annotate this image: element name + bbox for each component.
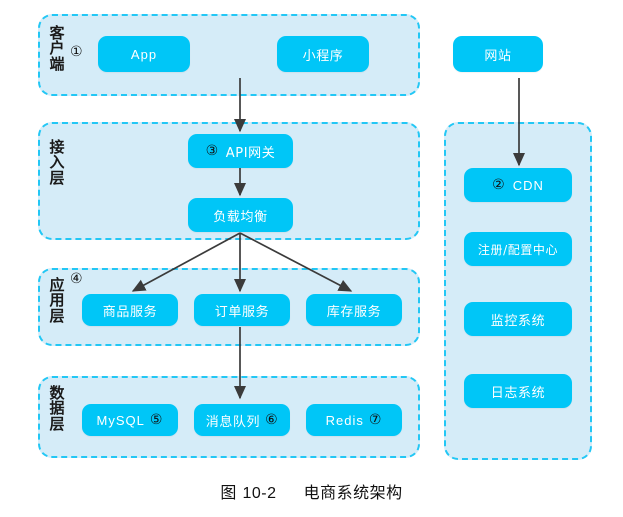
node-cdn[interactable]: ② CDN xyxy=(464,168,572,202)
node-redis-label: Redis xyxy=(325,412,364,428)
node-registry-config-center[interactable]: 注册/配置中心 xyxy=(464,232,572,266)
node-monitoring-system-label: 监控系统 xyxy=(490,313,546,329)
caption-label: 图 xyxy=(220,483,237,502)
layer-title-data: 数 据 层 xyxy=(49,384,65,433)
node-api-gateway-marker: ③ xyxy=(205,143,219,159)
node-api-gateway[interactable]: ③ API网关 xyxy=(188,134,293,168)
node-order-service[interactable]: 订单服务 xyxy=(194,294,290,326)
node-order-service-label: 订单服务 xyxy=(214,304,270,320)
node-load-balancer[interactable]: 负载均衡 xyxy=(188,198,293,232)
node-logging-system-label: 日志系统 xyxy=(490,385,546,401)
caption-number: 10-2 xyxy=(242,485,277,502)
layer-title-access: 接 入 层 xyxy=(49,138,65,187)
node-website-label: 网站 xyxy=(484,48,512,64)
node-redis[interactable]: Redis ⑦ xyxy=(306,404,402,436)
node-message-queue-label: 消息队列 xyxy=(205,414,261,430)
node-logging-system[interactable]: 日志系统 xyxy=(464,374,572,408)
caption-title: 电商系统架构 xyxy=(303,483,403,502)
node-app-label: App xyxy=(130,46,158,62)
node-message-queue[interactable]: 消息队列 ⑥ xyxy=(194,404,290,436)
node-api-gateway-label: API网关 xyxy=(225,145,276,161)
node-website[interactable]: 网站 xyxy=(453,36,543,72)
node-product-service-label: 商品服务 xyxy=(102,304,158,320)
node-inventory-service[interactable]: 库存服务 xyxy=(306,294,402,326)
node-cdn-marker: ② xyxy=(492,177,506,193)
node-mysql-label: MySQL xyxy=(96,412,145,428)
figure-caption: 图 10-2 电商系统架构 xyxy=(0,479,623,503)
node-product-service[interactable]: 商品服务 xyxy=(82,294,178,326)
node-inventory-service-label: 库存服务 xyxy=(326,304,382,320)
node-message-queue-marker: ⑥ xyxy=(265,412,279,428)
layer-title-application: 应 用 层 xyxy=(49,276,65,325)
node-registry-config-center-label: 注册/配置中心 xyxy=(477,242,559,257)
layer-title-client: 客 户 端 xyxy=(49,24,65,73)
node-monitoring-system[interactable]: 监控系统 xyxy=(464,302,572,336)
node-app[interactable]: App xyxy=(98,36,190,72)
layer-marker-client: ① xyxy=(70,44,83,60)
node-redis-marker: ⑦ xyxy=(368,412,383,428)
node-miniprogram-label: 小程序 xyxy=(302,48,344,64)
node-cdn-label: CDN xyxy=(512,177,544,193)
layer-marker-application: ④ xyxy=(70,271,83,287)
node-mysql[interactable]: MySQL ⑤ xyxy=(82,404,178,436)
node-mysql-marker: ⑤ xyxy=(149,412,164,428)
node-miniprogram[interactable]: 小程序 xyxy=(277,36,369,72)
node-load-balancer-label: 负载均衡 xyxy=(213,209,268,225)
